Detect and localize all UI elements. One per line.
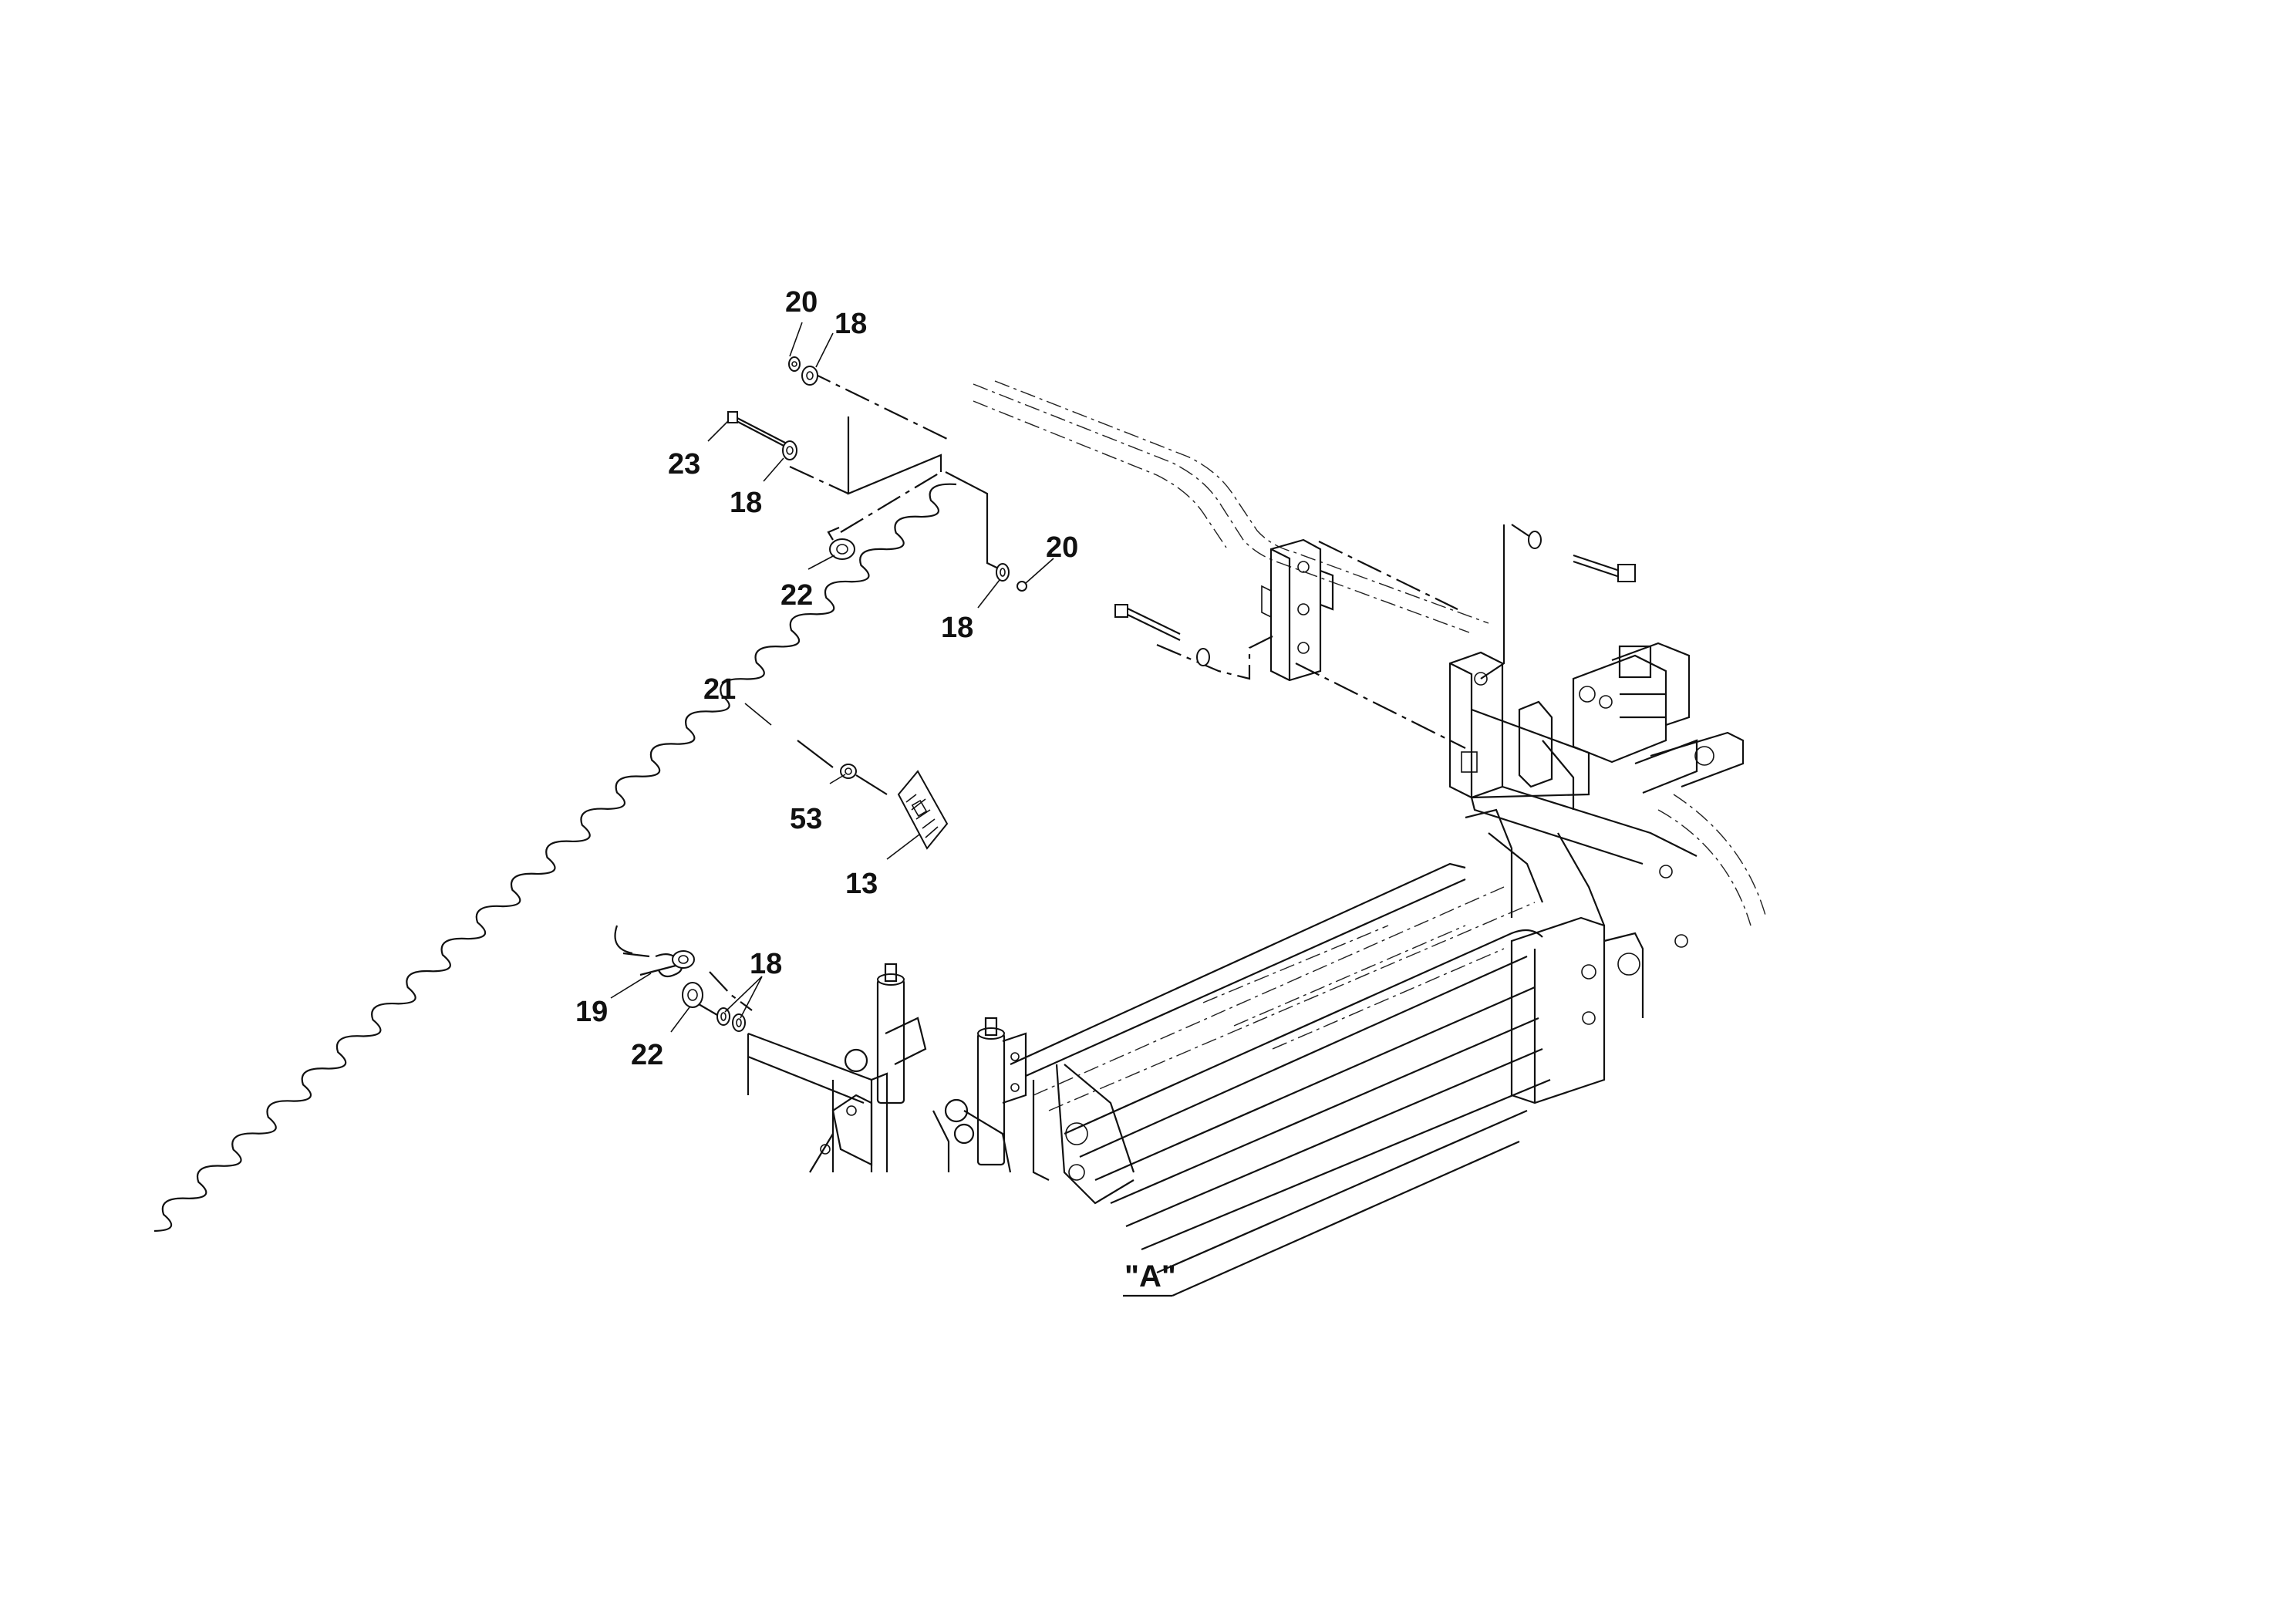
washer-icon: [716, 1007, 730, 1026]
machine-frame: [747, 380, 1767, 1297]
hardware-parts: [153, 356, 1636, 1233]
callout-22: 22: [781, 579, 813, 612]
left-tower: [747, 963, 1027, 1173]
roll-body: [1010, 808, 1644, 1297]
bolt-icon: [1114, 604, 1210, 666]
callout-leaders: [610, 322, 1054, 1033]
callout-13: 13: [845, 868, 878, 900]
nut-icon: [788, 356, 801, 372]
decal-icon: [855, 770, 949, 850]
callout-labels: 20 18 23 18 22 18 20 21 53 13 18 19 22: [575, 286, 1078, 1071]
hook-icon: [639, 950, 695, 978]
washer-icon: [782, 440, 797, 460]
eye-nut-icon: [682, 982, 718, 1016]
nut-icon: [1017, 581, 1027, 592]
bolt-icon: [727, 411, 789, 449]
view-label: "A": [1123, 1259, 1176, 1297]
callout-19: 19: [575, 996, 608, 1028]
bolt-icon: [1528, 531, 1636, 582]
callout-20: 20: [785, 286, 818, 319]
view-label-text: "A": [1124, 1259, 1176, 1293]
callout-18: 18: [834, 308, 867, 340]
cross-frame: [1448, 642, 1767, 948]
mounting-bracket: [1261, 538, 1334, 682]
assembly-lines: [709, 369, 1536, 1011]
pin-icon: [797, 740, 857, 779]
callout-18: 18: [750, 948, 782, 980]
washer-icon: [801, 366, 818, 386]
callout-20: 20: [1046, 531, 1078, 564]
callout-22: 22: [631, 1039, 663, 1071]
callout-53: 53: [790, 803, 822, 835]
washer-icon: [996, 563, 1010, 582]
callout-18: 18: [730, 487, 762, 519]
washer-icon: [732, 1013, 746, 1032]
spring-icon: [153, 483, 957, 1233]
callout-23: 23: [668, 448, 700, 481]
callout-18: 18: [941, 612, 973, 644]
eye-nut-icon: [827, 526, 855, 560]
callout-21: 21: [703, 673, 736, 706]
